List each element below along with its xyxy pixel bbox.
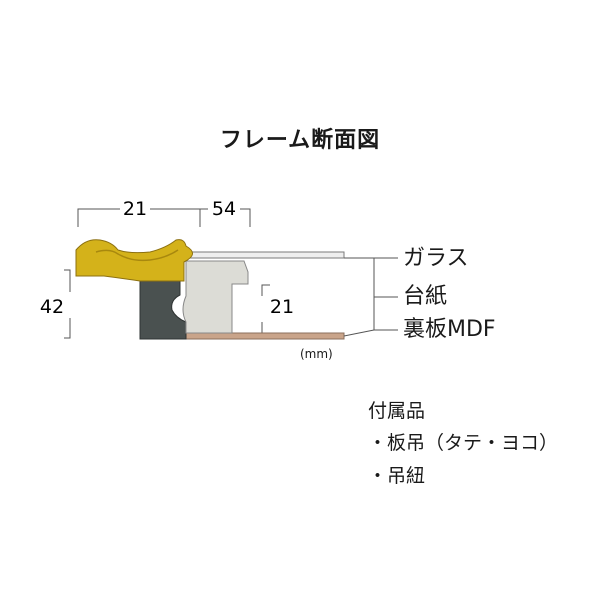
frame-base [139,280,187,340]
dim-top-right: 54 [212,198,236,220]
unit-label: (mm) [300,347,333,361]
label-back-board: 裏板MDF [403,317,496,342]
accessory-item: ・板吊（タテ・ヨコ） [368,432,559,454]
diagram-title: フレーム断面図 [219,128,381,153]
height-dimension-lines [64,269,71,339]
glass-pane [183,251,345,259]
leader-lines [343,257,398,337]
dim-top-left: 21 [123,198,147,220]
accessories-heading: 付属品 [368,400,426,422]
dim-height: 42 [40,296,64,318]
moulding-detail [95,249,179,262]
label-glass: ガラス [403,246,469,271]
dim-rabbet: 21 [270,296,294,318]
label-mat: 台紙 [403,284,448,309]
back-board [185,332,345,340]
accessory-item: ・吊紐 [368,465,426,487]
width-dimension-lines [77,208,251,227]
rabbet-dimension-lines [261,284,270,334]
inner-liner [182,260,249,334]
